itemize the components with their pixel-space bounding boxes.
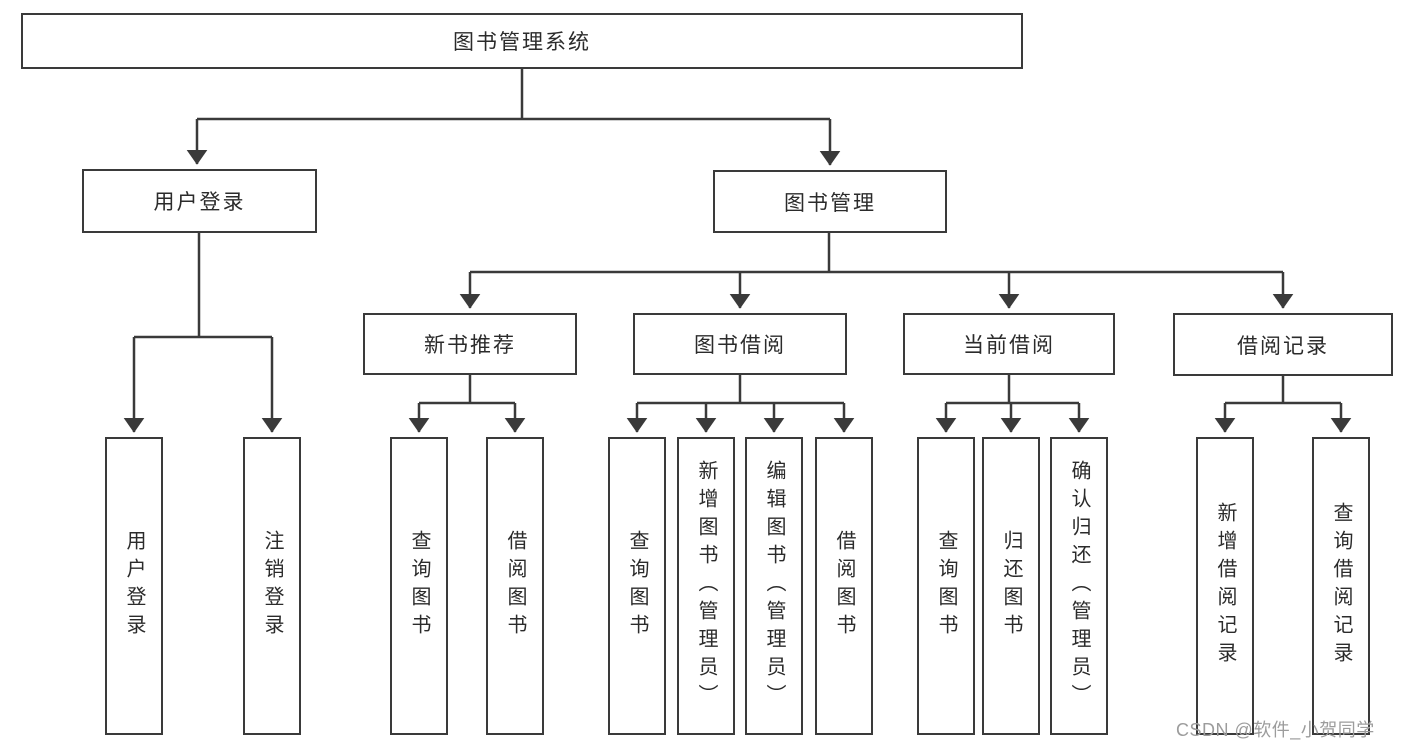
node-new-book-recommend: 新书推荐 xyxy=(363,313,577,375)
leaf-current-confirm-return-admin: 确认归还（管理员） xyxy=(1050,437,1108,735)
csdn-watermark: CSDN @软件_小贺同学 xyxy=(1176,720,1375,740)
leaf-current-return-books: 归还图书 xyxy=(982,437,1040,735)
node-user-login: 用户登录 xyxy=(82,169,317,233)
node-borrow-records: 借阅记录 xyxy=(1173,313,1393,376)
connector-lines xyxy=(123,69,1352,433)
node-book-borrow: 图书借阅 xyxy=(633,313,847,375)
leaf-logout: 注销登录 xyxy=(243,437,301,735)
leaf-user-login: 用户登录 xyxy=(105,437,163,735)
leaf-borrow-query-books: 查询图书 xyxy=(608,437,666,735)
node-root: 图书管理系统 xyxy=(21,13,1023,69)
leaf-borrow-add-books-admin: 新增图书（管理员） xyxy=(677,437,735,735)
leaf-borrow-borrow-books: 借阅图书 xyxy=(815,437,873,735)
leaf-records-add-record: 新增借阅记录 xyxy=(1196,437,1254,735)
node-book-management: 图书管理 xyxy=(713,170,947,233)
node-current-borrow: 当前借阅 xyxy=(903,313,1115,375)
leaf-records-query-record: 查询借阅记录 xyxy=(1312,437,1370,735)
leaf-current-query-books: 查询图书 xyxy=(917,437,975,735)
leaf-recommend-borrow-books: 借阅图书 xyxy=(486,437,544,735)
leaf-recommend-query-books: 查询图书 xyxy=(390,437,448,735)
leaf-borrow-edit-books-admin: 编辑图书（管理员） xyxy=(745,437,803,735)
